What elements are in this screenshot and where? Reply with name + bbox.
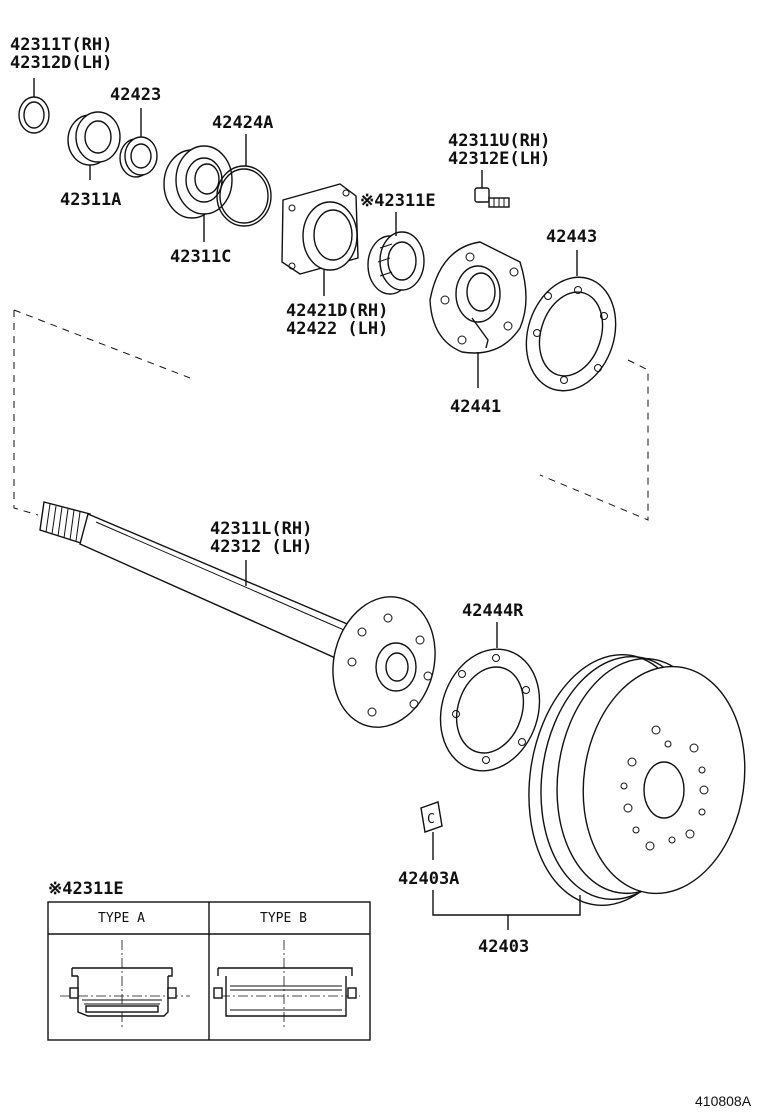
label-42443: 42443 [546, 227, 597, 247]
hub-bolt [474, 170, 510, 208]
inset-title: ※42311E [48, 879, 124, 899]
caution-plate: C [420, 801, 443, 860]
label-42311u: 42311U(RH) [448, 131, 550, 151]
inset-type-b-label: TYPE B [260, 911, 307, 926]
drawing-code: 410808A [695, 1093, 752, 1109]
label-42422: 42422 (LH) [286, 319, 388, 339]
axle-shaft [39, 501, 436, 728]
label-42312e: 42312E(LH) [448, 149, 550, 169]
label-42311t: 42311T(RH) [10, 35, 112, 55]
label-42424a: 42424A [212, 113, 273, 133]
brake-drum [528, 654, 746, 906]
label-42312: 42312 (LH) [210, 537, 312, 557]
label-42311e: ※42311E [360, 191, 436, 211]
label-42311c: 42311C [170, 247, 231, 267]
spacer-42423 [119, 108, 158, 178]
gasket-42443 [525, 250, 617, 392]
label-42421d: 42421D(RH) [286, 301, 388, 321]
label-42403: 42403 [478, 937, 529, 957]
seal-type-inset: ※42311E TYPE A TYPE B [47, 879, 371, 1041]
label-42441: 42441 [450, 397, 501, 417]
caution-plate-badge: C [427, 812, 435, 827]
label-42311l: 42311L(RH) [210, 519, 312, 539]
label-42312d: 42312D(LH) [10, 53, 112, 73]
bearing-housing [281, 183, 359, 296]
label-42423: 42423 [110, 85, 161, 105]
seal-type-b-section [213, 940, 360, 1030]
seal-type-a-section [60, 940, 190, 1030]
o-ring-42424a [216, 134, 272, 227]
bearing-42311c [163, 145, 233, 242]
oil-seal-42311e [367, 212, 425, 295]
retainer-plate-42441 [429, 241, 527, 388]
inset-type-a-label: TYPE A [98, 911, 145, 926]
gasket-42444r [439, 622, 541, 772]
assembly-dashed-lines [13, 309, 649, 521]
snap-ring [18, 78, 50, 134]
label-42311a: 42311A [60, 190, 121, 210]
label-42403a: 42403A [398, 869, 459, 889]
retainer-42311a [67, 111, 121, 180]
label-42444r: 42444R [462, 601, 524, 621]
group-bracket-42403 [432, 890, 581, 916]
